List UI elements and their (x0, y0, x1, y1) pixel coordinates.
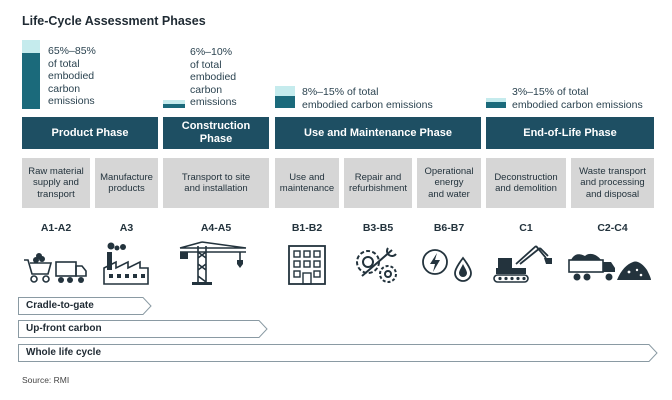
product-share-bar-dark (22, 53, 40, 109)
crane-icon (178, 240, 250, 286)
code-c1: C1 (519, 222, 533, 234)
cart-truck-icon (22, 250, 88, 286)
product-phase-header: Product Phase (22, 117, 158, 149)
eol-share-bar-light (486, 98, 506, 102)
code-c2-c4: C2-C4 (597, 222, 628, 234)
use-share-text: 8%–15% of total embodied carbon emission… (302, 86, 433, 111)
whole-life-cycle-arrow: Whole life cycle (18, 344, 658, 362)
whole-life-cycle-label: Whole life cycle (26, 347, 102, 358)
use-share-bar-light (275, 86, 295, 96)
code-b1-b2: B1-B2 (291, 222, 323, 234)
construction-share-bar-dark (163, 104, 185, 108)
product-share-bar-light (22, 40, 40, 53)
code-b6-b7: B6-B7 (433, 222, 465, 234)
use-share-bar-dark (275, 96, 295, 108)
diagram-title: Life-Cycle Assessment Phases (22, 14, 206, 28)
construction-share-bar-light (163, 100, 185, 104)
factory-icon (101, 242, 151, 286)
construction-phase-header: Construction Phase (163, 117, 269, 149)
code-a3: A3 (119, 222, 134, 234)
product-share-text: 65%–85% of total embodied carbon emissio… (48, 45, 96, 107)
cradle-to-gate-arrow: Cradle-to-gate (18, 297, 152, 315)
energy-water-icon (421, 248, 479, 284)
building-icon (287, 244, 327, 286)
use-phase-header: Use and Maintenance Phase (275, 117, 481, 149)
excavator-icon (492, 240, 554, 284)
construction-share-text: 6%–10% of total embodied carbon emission… (190, 46, 237, 108)
code-b3-b5: B3-B5 (362, 222, 394, 234)
eol-phase-header: End-of-Life Phase (486, 117, 654, 149)
dump-truck-icon (567, 250, 653, 284)
eol-share-text: 3%–15% of total embodied carbon emission… (512, 86, 643, 111)
up-front-carbon-arrow: Up-front carbon (18, 320, 268, 338)
cradle-to-gate-label: Cradle-to-gate (26, 300, 94, 311)
up-front-carbon-label: Up-front carbon (26, 323, 102, 334)
source-note: Source: RMI (22, 375, 70, 385)
code-a1-a2: A1-A2 (40, 222, 72, 234)
eol-share-bar-dark (486, 102, 506, 108)
code-a4-a5: A4-A5 (200, 222, 232, 234)
gear-wrench-icon (352, 244, 402, 286)
